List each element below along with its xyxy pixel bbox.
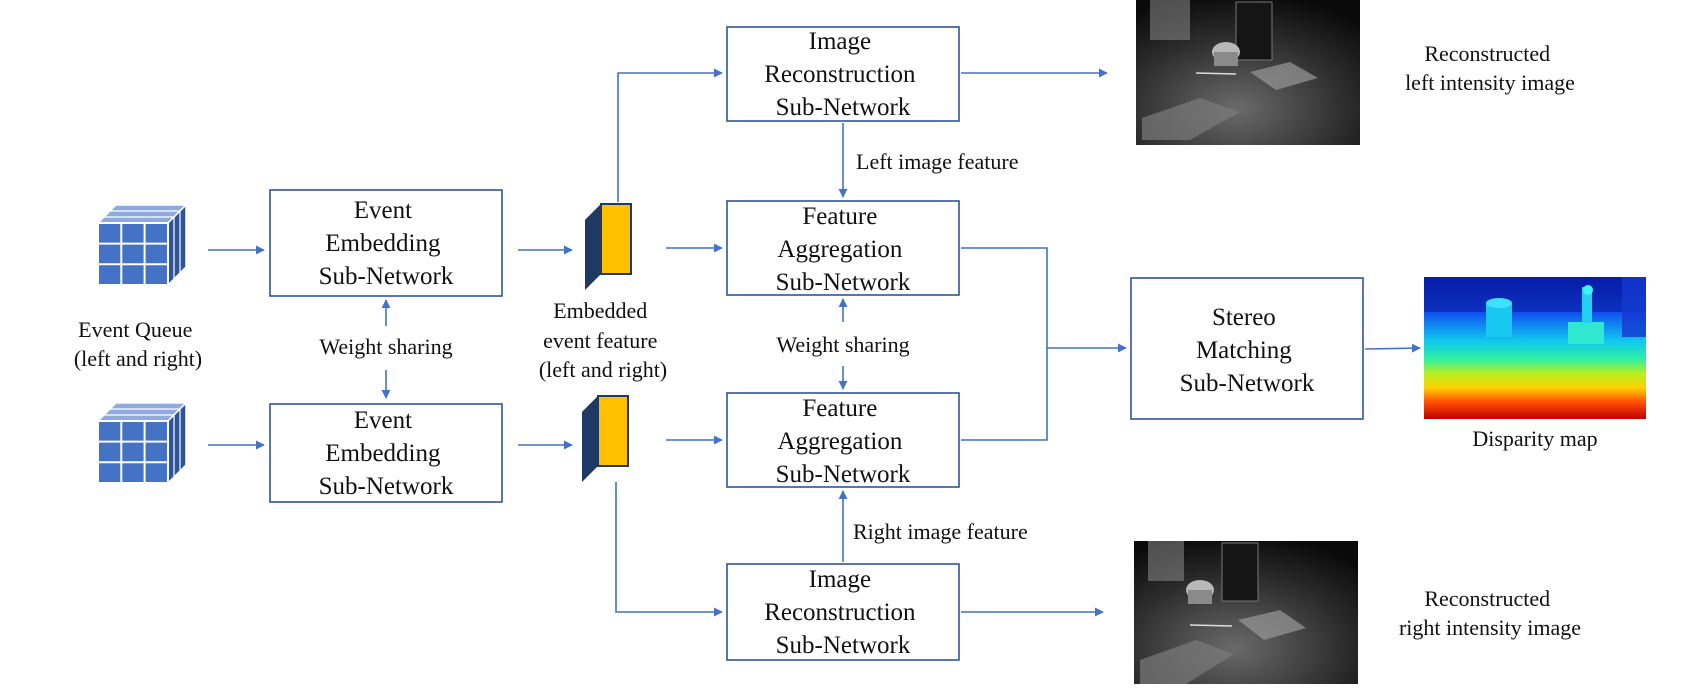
feature-aggregation-bottom-node: Feature Aggregation Sub-Network [726,392,960,488]
reconstructed-right-image [1134,541,1358,684]
svg-text:Stereo Matching Su: Stereo Matching Sub-Network [1180,304,1315,397]
svg-text:Image Reconstruction: Image Reconstruction Sub-Network [764,28,922,121]
feature-block-icon [581,395,629,483]
svg-text:Image Reconstruction: Image Reconstruction Sub-Network [764,566,922,659]
feature-block-icon [584,203,632,291]
left-image-feature-label: Left image feature [856,149,1018,174]
stereo-matching-node: Stereo Matching Sub-Network [1130,277,1364,420]
arrow [615,482,723,617]
svg-text:Feature Aggregation: Feature Aggregation Sub-Network [776,395,911,488]
arrow [617,68,723,202]
svg-text:Event Embedding Su: Event Embedding Sub-Network [319,197,454,290]
reconstructed-left-image [1136,0,1360,145]
arrow [1364,343,1421,353]
image-reconstruction-bottom-node: Image Reconstruction Sub-Network [726,563,960,661]
event-embedding-top-node: Event Embedding Sub-Network [269,189,503,297]
reconstructed-right-label: Reconstructed right intensity image [1399,586,1581,640]
reconstructed-left-label: Reconstructed left intensity image [1405,41,1575,95]
weight-sharing-right-label: Weight sharing [776,332,909,357]
right-image-feature-label: Right image feature [853,519,1028,544]
event-embedding-bottom-node: Event Embedding Sub-Network [269,403,503,503]
svg-text:Feature Aggregation: Feature Aggregation Sub-Network [776,203,911,296]
connector-line [961,247,1048,441]
svg-text:Event Embedding Su: Event Embedding Sub-Network [319,407,454,500]
feature-aggregation-top-node: Feature Aggregation Sub-Network [726,200,960,296]
disparity-map-label: Disparity map [1472,426,1597,451]
disparity-map-image [1424,277,1646,419]
embedded-feature-label: Embedded event feature (left and right) [539,298,667,382]
event-voxel-cube-icon [97,204,187,286]
event-queue-label: Event Queue (left and right) [74,317,202,371]
image-reconstruction-top-node: Image Reconstruction Sub-Network [726,26,960,122]
weight-sharing-left-label: Weight sharing [319,334,452,359]
event-voxel-cube-icon [97,402,187,484]
